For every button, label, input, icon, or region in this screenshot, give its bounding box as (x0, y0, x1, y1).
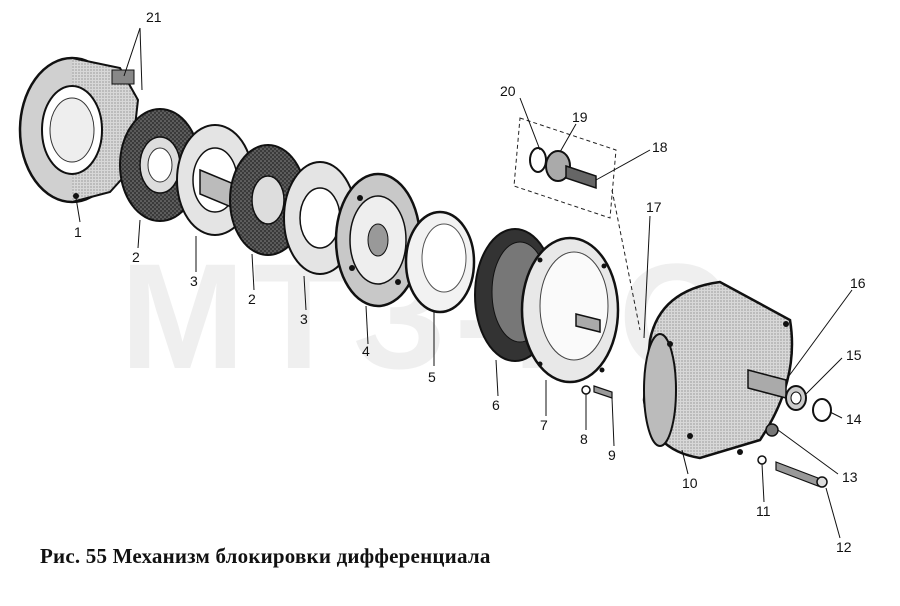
callout-11: 11 (756, 503, 771, 519)
valve-assembly-group (513, 117, 641, 331)
part-11-washer (757, 455, 767, 465)
callout-16: 16 (850, 275, 866, 291)
callout-15: 15 (846, 347, 862, 363)
callout-20: 20 (500, 83, 516, 99)
callout-17: 17 (646, 199, 662, 215)
callout-8: 8 (580, 431, 588, 447)
callout-2-second: 2 (248, 291, 256, 307)
callout-3: 3 (190, 273, 198, 289)
part-15-bushing (785, 385, 807, 411)
figure-caption: Рис. 55 Механизм блокировки дифференциал… (40, 544, 491, 568)
part-1-drum (18, 56, 140, 204)
callout-7: 7 (540, 417, 548, 433)
callout-21: 21 (146, 9, 162, 25)
callout-19: 19 (572, 109, 588, 125)
part-13-nut (765, 423, 779, 437)
part-7-cover (520, 236, 620, 384)
part-12-bolt (775, 461, 828, 488)
callout-12: 12 (836, 539, 852, 555)
leader-lines (75, 27, 853, 539)
callout-5: 5 (428, 369, 436, 385)
part-5-piston (404, 210, 476, 314)
callout-13: 13 (842, 469, 858, 485)
part-4-pressure-plate (334, 172, 422, 308)
callout-18: 18 (652, 139, 668, 155)
callout-2: 2 (132, 249, 140, 265)
part-8-washer (581, 385, 591, 395)
part-10-housing (642, 280, 794, 460)
part-9-bolt (593, 385, 613, 399)
callout-labels: 21 1 2 3 2 3 4 5 6 7 8 9 10 11 12 13 14 … (74, 9, 866, 555)
callout-3-second: 3 (300, 311, 308, 327)
callout-6: 6 (492, 397, 500, 413)
callout-10: 10 (682, 475, 698, 491)
callout-14: 14 (846, 411, 862, 427)
part-14-ring (812, 398, 832, 422)
callout-9: 9 (608, 447, 616, 463)
callout-1: 1 (74, 224, 82, 240)
callout-4: 4 (362, 343, 370, 359)
